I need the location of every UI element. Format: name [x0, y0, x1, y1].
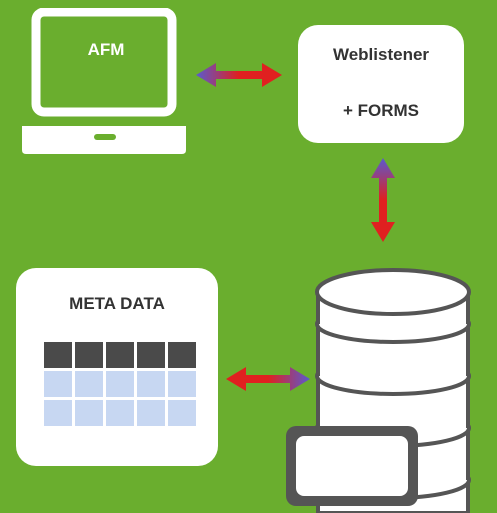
forms-label: + FORMS — [342, 101, 420, 120]
table-body-cell — [106, 371, 134, 397]
table-body-cell — [106, 400, 134, 426]
table-body-cell — [168, 371, 196, 397]
meta-data-label: META DATA — [69, 294, 165, 313]
double-arrow-icon — [196, 63, 282, 87]
table-header-cell — [75, 342, 103, 368]
table-header-cell — [137, 342, 165, 368]
weblistener-label: Weblistener — [332, 45, 430, 64]
table-body-cell — [75, 371, 103, 397]
table-body-cell — [44, 371, 72, 397]
table-body-cell — [44, 400, 72, 426]
table-body-cell — [168, 400, 196, 426]
weblistener-box: Weblistener + FORMS — [298, 25, 464, 143]
double-arrow-icon — [226, 367, 310, 391]
meta-data-box: META DATA — [16, 268, 218, 466]
table-header-cell — [106, 342, 134, 368]
table-body-cell — [137, 371, 165, 397]
table-header-cell — [168, 342, 196, 368]
table-body-cell — [75, 400, 103, 426]
double-arrow-icon — [371, 158, 395, 242]
database-icon — [286, 268, 471, 513]
laptop-icon — [22, 8, 186, 154]
meta-data-table-icon — [44, 342, 196, 426]
table-body-cell — [137, 400, 165, 426]
table-header-cell — [44, 342, 72, 368]
afm-label: AFM — [87, 40, 125, 59]
